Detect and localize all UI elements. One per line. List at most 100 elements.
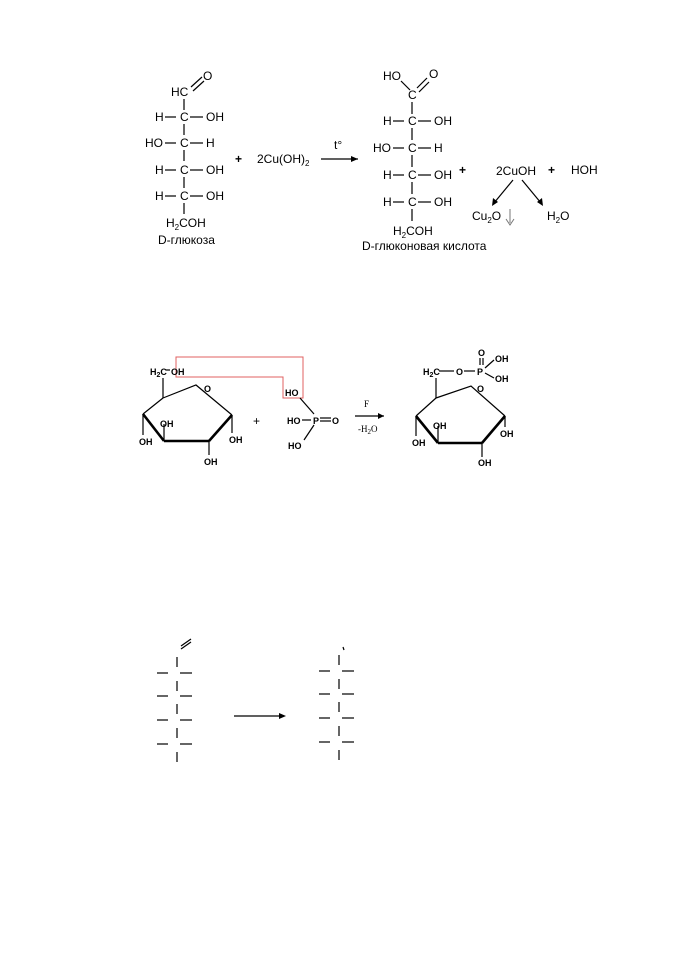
prod-ring-front-left bbox=[414, 415, 440, 444]
glucose-row3-right: OH bbox=[206, 163, 224, 177]
gluconic-acid-structure: HO C O H C OH HO C H H C OH H bbox=[362, 67, 487, 253]
glucose-row3-left: H bbox=[155, 163, 164, 177]
condition-minus-water: -H2O bbox=[358, 424, 378, 436]
reaction-3-skeleton bbox=[157, 638, 354, 762]
glucose-double-bond bbox=[190, 76, 203, 88]
ring-left-edge bbox=[142, 397, 164, 415]
acid-top-o: O bbox=[429, 67, 438, 81]
acid-double-bond-2 bbox=[418, 81, 430, 93]
cuoh-arrow-left bbox=[493, 179, 514, 204]
ring-o-label: O bbox=[204, 384, 211, 394]
acid-name: D-глюконовая кислота bbox=[362, 239, 487, 253]
prod-ring-left-edge bbox=[415, 397, 437, 417]
skeleton-left bbox=[157, 638, 192, 762]
prod-oh6: OH bbox=[500, 429, 514, 439]
acid-double-bond bbox=[416, 77, 428, 89]
oh4-label: OH bbox=[229, 435, 243, 445]
highlight-outline bbox=[175, 356, 304, 399]
glucose-row3-c: C bbox=[180, 163, 189, 177]
ring-front-left bbox=[141, 413, 166, 442]
cuoh-label: 2CuOH bbox=[496, 164, 536, 178]
h2o-label: H2O bbox=[547, 209, 569, 225]
prod-oh1: OH bbox=[495, 354, 509, 364]
acid-row4-right: OH bbox=[434, 195, 452, 209]
p-ho-bottom: HO bbox=[288, 441, 302, 451]
acid-row4-left: H bbox=[383, 195, 392, 209]
condition-heat: t° bbox=[334, 138, 342, 152]
acid-bottom: H2COH bbox=[393, 224, 433, 240]
prod-p: P bbox=[477, 367, 483, 377]
glucose-bottom: H2COH bbox=[166, 216, 206, 232]
prod-oh3: OH bbox=[412, 438, 426, 448]
glucose-row4-left: H bbox=[155, 189, 164, 203]
p-atom: P bbox=[313, 416, 319, 426]
glucose-row2-c: C bbox=[180, 136, 189, 150]
reaction-arrow-1-head bbox=[351, 156, 358, 162]
hoh-label: HOH bbox=[571, 163, 598, 177]
cu2o-label: Cu2O bbox=[472, 209, 501, 225]
glucose-name: D-глюкоза bbox=[158, 233, 215, 247]
acid-row3-c: C bbox=[408, 168, 417, 182]
plus-sign-3: + bbox=[548, 163, 555, 177]
h2c-label: H2C bbox=[150, 367, 167, 379]
acid-row2-left: HO bbox=[373, 141, 391, 155]
glucose-row1-left: H bbox=[155, 110, 164, 124]
glucose-row4-right: OH bbox=[206, 189, 224, 203]
glucose-phosphate-structure: H2C O P O OH OH O OH OH OH bbox=[412, 348, 514, 468]
reagent-cu-oh2: 2Cu(OH)2 bbox=[257, 152, 310, 168]
cuoh-arrow-left-head bbox=[492, 198, 498, 206]
prod-oh5: OH bbox=[478, 458, 492, 468]
p-ho-left: HO bbox=[287, 416, 301, 426]
prod-h2c: H2C bbox=[423, 367, 440, 379]
acid-row2-c: C bbox=[408, 141, 417, 155]
reaction-arrow-3-head bbox=[279, 713, 286, 719]
prod-p-oh1-bond bbox=[484, 359, 495, 369]
acid-row1-right: OH bbox=[434, 114, 452, 128]
reaction-1: HC O H C OH HO C H H C OH H C bbox=[145, 67, 598, 253]
glucose-row1-c: C bbox=[180, 110, 189, 124]
glucopyranose-structure: H2C OH O OH OH OH OH bbox=[139, 367, 243, 467]
skel-left-double-2 bbox=[180, 641, 192, 650]
plus-sign-4: + bbox=[253, 414, 260, 428]
ring-top-edge bbox=[162, 384, 233, 416]
plus-sign-2: + bbox=[459, 163, 466, 177]
prod-oh4: OH bbox=[433, 421, 447, 431]
glucose-row2-right: H bbox=[206, 136, 215, 150]
glucose-hc: HC bbox=[171, 85, 189, 99]
oh3-label: OH bbox=[204, 457, 218, 467]
p-bond-bottom bbox=[303, 424, 315, 441]
glucose-structure: HC O H C OH HO C H H C OH H C bbox=[145, 69, 224, 247]
acid-row1-left: H bbox=[383, 114, 392, 128]
cuoh-arrow-right bbox=[521, 179, 542, 204]
oh2-label: OH bbox=[160, 419, 174, 429]
skel-left-double-1 bbox=[180, 638, 192, 647]
glucose-row4-c: C bbox=[180, 189, 189, 203]
p-o: O bbox=[332, 416, 339, 426]
glucose-row2-left: HO bbox=[145, 136, 163, 150]
oh1-label: OH bbox=[139, 437, 153, 447]
prod-o: O bbox=[456, 367, 463, 377]
glucose-row1-right: OH bbox=[206, 110, 224, 124]
ring-front-right bbox=[208, 414, 233, 442]
reaction-2: H2C OH O OH OH OH OH + HO HO bbox=[139, 348, 514, 468]
oh-top-label: OH bbox=[171, 367, 185, 377]
prod-p-o: O bbox=[478, 348, 485, 358]
plus-sign-1: + bbox=[235, 152, 242, 166]
prod-ring-o: O bbox=[477, 384, 484, 394]
acid-row4-c: C bbox=[408, 195, 417, 209]
p-bond-top bbox=[299, 397, 315, 415]
glucose-top-o: O bbox=[203, 69, 212, 83]
p-ho-top: HO bbox=[285, 388, 299, 398]
acid-top-ho: HO bbox=[383, 69, 401, 83]
cuoh-arrow-right-head bbox=[537, 198, 543, 206]
acid-bond-ho bbox=[400, 80, 411, 91]
acid-row2-right: H bbox=[434, 141, 443, 155]
skeleton-right bbox=[319, 646, 354, 760]
phosphoric-acid-structure: HO HO P O HO bbox=[285, 388, 339, 451]
prod-ring-front-right bbox=[481, 415, 506, 444]
glucose-double-bond-2 bbox=[192, 80, 205, 92]
acid-row3-left: H bbox=[383, 168, 392, 182]
prod-ring-top-edge bbox=[435, 385, 506, 417]
